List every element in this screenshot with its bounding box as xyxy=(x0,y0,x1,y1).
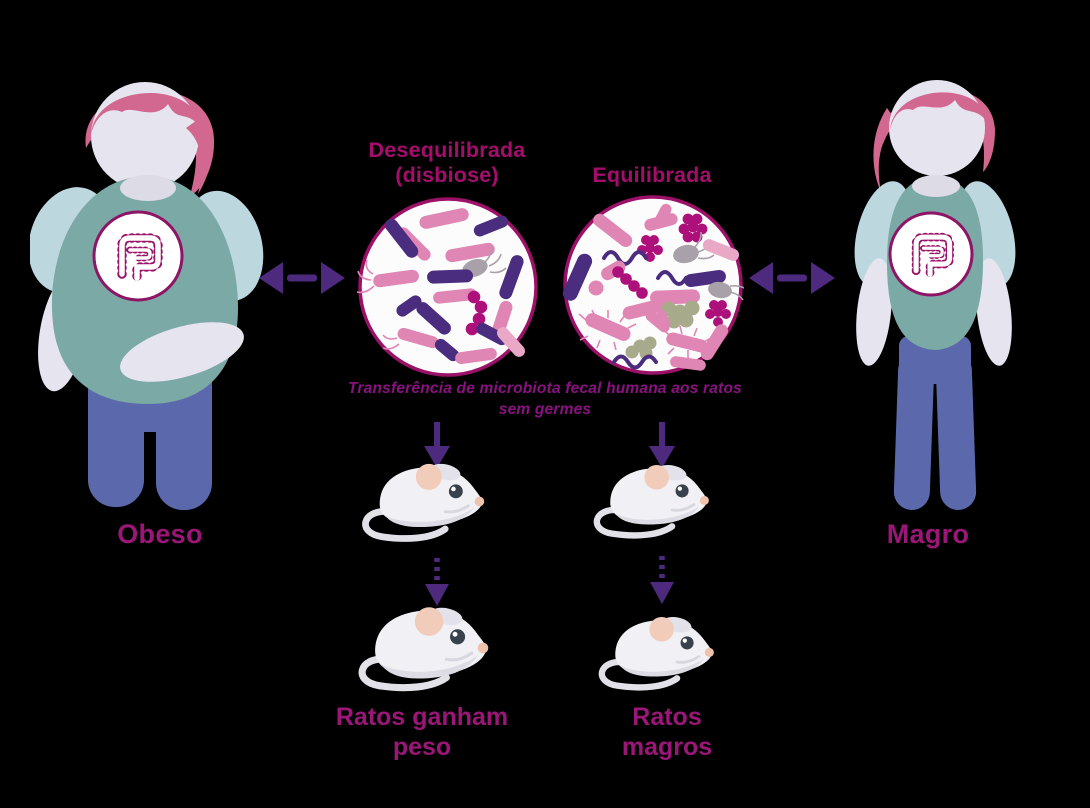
intestine-icon xyxy=(117,233,163,283)
mouse-chin xyxy=(443,504,470,514)
collar xyxy=(120,175,176,201)
mouse-nose xyxy=(477,642,489,654)
y-shaped-bacterium-2 xyxy=(645,310,670,333)
microbiota-circle-balanced xyxy=(562,195,744,375)
outcome-lean-line1: Ratos xyxy=(632,703,702,731)
mouse-eye-glint xyxy=(452,631,458,637)
bacteria-balanced xyxy=(562,203,744,371)
cocci-cluster-3 xyxy=(705,300,731,327)
mouse-ear xyxy=(649,617,674,642)
mouse-chin xyxy=(670,503,696,512)
mouse-nose xyxy=(474,496,485,507)
ciliated-bacterium-2 xyxy=(663,325,712,358)
forearm-right xyxy=(120,322,244,382)
down-arrow-right-icon xyxy=(649,422,675,468)
down-arrow-left-icon xyxy=(424,422,450,468)
leg-right xyxy=(156,393,212,510)
double-arrow-left-icon xyxy=(259,262,345,294)
mouse-eye xyxy=(675,484,689,498)
gray-bacterium-2 xyxy=(708,281,744,301)
dashed-down-arrow-right-icon xyxy=(650,556,674,604)
y-shaped-bacterium xyxy=(644,203,678,231)
intestine-icon xyxy=(911,232,955,279)
balanced-title: Equilibrada xyxy=(558,132,746,188)
hair-front xyxy=(91,92,202,134)
collar xyxy=(912,175,960,197)
mouse-ear xyxy=(644,465,669,490)
balanced-title-line: Equilibrada xyxy=(592,163,712,188)
mouse-eye xyxy=(680,636,694,650)
mouse-shade xyxy=(381,655,478,679)
mouse-shade xyxy=(620,658,705,677)
thin-label: Magro xyxy=(886,519,970,549)
mouse-ear xyxy=(414,607,444,636)
thin-person-figure xyxy=(854,80,1016,510)
double-arrow-right-icon xyxy=(749,262,835,294)
mouse-bottom-right-lean xyxy=(598,616,714,691)
mouse-top-left xyxy=(362,463,485,542)
mouse-bottom-left-fat xyxy=(358,607,489,692)
mouse-nose xyxy=(699,495,709,505)
mouse-eye-glint xyxy=(451,486,456,492)
ciliated-bacterium-1 xyxy=(578,309,637,351)
leg-right xyxy=(935,352,977,510)
mouse-eye xyxy=(450,629,466,645)
transfer-caption-line2: sem germes xyxy=(498,400,592,418)
hair-lock xyxy=(873,108,897,192)
mouse-tail xyxy=(593,506,676,539)
forearm-left xyxy=(856,258,892,366)
obese-person-figure xyxy=(30,82,264,510)
mouse-eye-glint xyxy=(677,486,682,491)
mouse-tail xyxy=(598,658,681,691)
hair-front xyxy=(890,92,989,130)
mouse-ear xyxy=(415,463,442,490)
leg-left xyxy=(88,393,144,507)
mouse-nose xyxy=(704,647,714,657)
mouse-tail xyxy=(362,508,449,542)
mouse-tail xyxy=(358,655,450,692)
unbalanced-title-line1: Desequilibrada xyxy=(368,138,526,163)
outcome-weight-gain-label: Ratos ganham peso xyxy=(302,702,542,762)
outcome-weight-gain-line2: peso xyxy=(392,733,452,761)
mouse-eye xyxy=(448,484,463,499)
pink-bacterium-flagella xyxy=(357,259,419,294)
thin-person xyxy=(854,80,1016,510)
outcome-weight-gain-line1: Ratos ganham xyxy=(335,703,509,731)
hair-lock xyxy=(186,118,211,194)
outcome-lean-label: Ratos magros xyxy=(567,702,767,762)
unbalanced-title: Desequilibrada (disbiose) xyxy=(337,132,557,188)
spirillum-3 xyxy=(612,354,658,370)
unbalanced-title-line2: (disbiose) xyxy=(395,163,499,188)
spirillum-1 xyxy=(602,250,648,266)
dashed-down-arrow-left-icon xyxy=(425,558,449,606)
outcome-lean-line2: magros xyxy=(621,733,713,761)
cocci-chain xyxy=(465,290,488,336)
cocci-chain xyxy=(612,266,648,299)
transfer-caption-line1: Transferência de microbiota fecal humana… xyxy=(348,380,742,397)
cocci-cluster-1 xyxy=(678,213,708,243)
transfer-caption: Transferência de microbiota fecal humana… xyxy=(325,379,765,421)
mouse-top-right xyxy=(593,464,709,539)
obese-label: Obeso xyxy=(117,519,203,549)
mouse-chin xyxy=(675,655,701,664)
leg-left xyxy=(893,352,935,510)
mouse-shade xyxy=(615,506,700,525)
obese-person xyxy=(30,82,264,510)
pink-bacterium-flagella2 xyxy=(382,327,439,350)
spirillum-2 xyxy=(656,270,688,286)
mouse-eye-glint xyxy=(682,638,687,643)
microbiota-circle-unbalanced xyxy=(357,197,538,377)
forearm-right xyxy=(976,258,1012,366)
mouse-shade xyxy=(385,507,475,528)
olive-cluster-2 xyxy=(625,336,657,360)
bacteria-unbalanced xyxy=(357,208,526,365)
mouse-chin xyxy=(444,651,474,662)
